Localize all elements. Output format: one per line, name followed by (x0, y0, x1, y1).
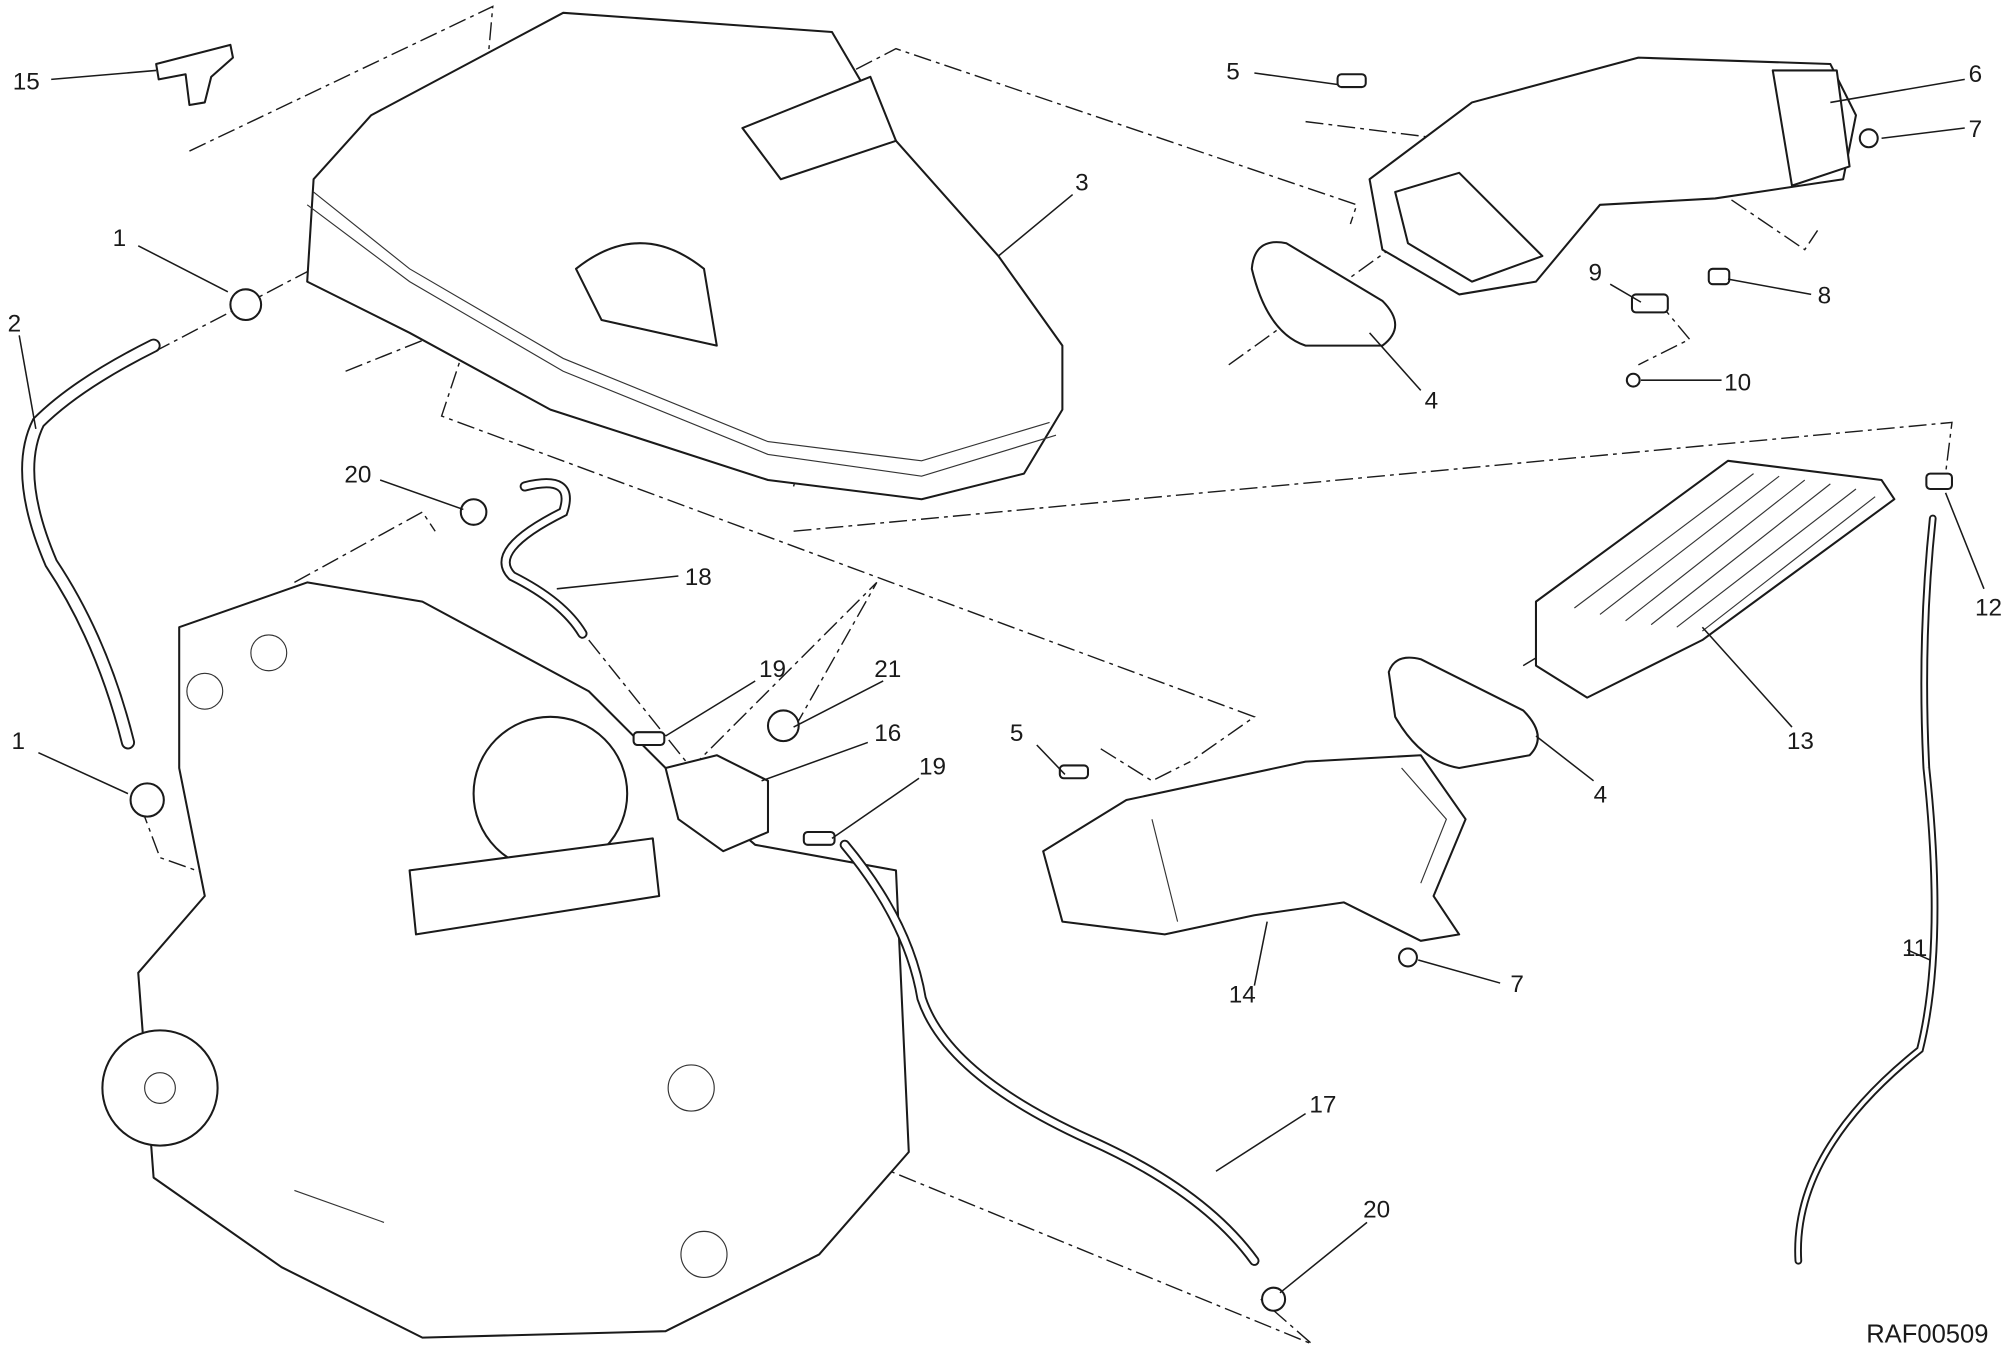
callout-19: 19 (759, 656, 786, 683)
callout-18: 18 (685, 564, 712, 591)
callout-8: 8 (1818, 282, 1832, 309)
callout-13: 13 (1787, 728, 1814, 755)
callout-labels: 15 1 2 3 5 6 7 8 9 10 4 20 18 19 21 16 1… (8, 58, 2002, 1348)
small-parts (129, 43, 1953, 1312)
callout-16: 16 (874, 720, 901, 747)
intake-duct-lower (1042, 754, 1467, 942)
callout-6: 6 (1969, 61, 1983, 88)
callout-19: 19 (919, 753, 946, 780)
callout-17: 17 (1309, 1091, 1336, 1118)
callout-10: 10 (1724, 369, 1751, 396)
callout-21: 21 (874, 656, 901, 683)
callout-15: 15 (13, 69, 40, 96)
callout-3: 3 (1075, 170, 1089, 197)
callout-1: 1 (113, 225, 127, 252)
callout-5: 5 (1226, 58, 1240, 85)
callout-20: 20 (1363, 1196, 1390, 1223)
callout-12: 12 (1975, 595, 2002, 622)
callout-14: 14 (1229, 981, 1256, 1008)
callout-2: 2 (8, 311, 22, 338)
leader-lines (18, 69, 1985, 1294)
callout-4: 4 (1594, 782, 1608, 809)
airbox-cover (306, 11, 1064, 501)
callout-5: 5 (1010, 720, 1024, 747)
callout-9: 9 (1588, 259, 1602, 286)
callout-7: 7 (1969, 116, 1983, 143)
intake-duct-upper (1250, 56, 1857, 347)
callout-20: 20 (344, 462, 371, 489)
drawing-code: RAF00509 (1866, 1321, 1988, 1349)
callout-11: 11 (1902, 935, 1927, 962)
callout-1: 1 (12, 728, 26, 755)
engine-block (101, 581, 910, 1339)
air-filter (1387, 459, 1896, 770)
hoses (21, 338, 1939, 1266)
callout-4: 4 (1425, 387, 1439, 414)
callout-7: 7 (1510, 971, 1524, 998)
